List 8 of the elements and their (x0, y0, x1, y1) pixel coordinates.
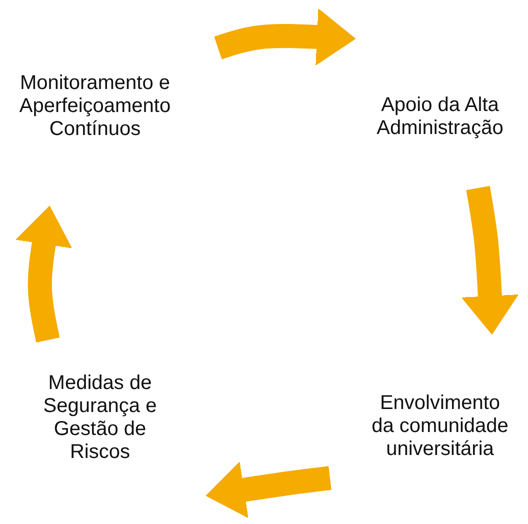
step-label: Envolvimento da comunidade universitária (370, 392, 510, 461)
block-arrow (214, 8, 356, 66)
block-arrow (16, 206, 72, 343)
block-arrow (461, 186, 518, 334)
step-label: Apoio da Alta Administração (376, 94, 504, 140)
step-label: Monitoramento e Aperfeiçoamento Contínuos (18, 72, 172, 141)
block-arrow (206, 462, 332, 518)
step-label: Medidas de Segurança e Gestão de Riscos (42, 372, 158, 464)
